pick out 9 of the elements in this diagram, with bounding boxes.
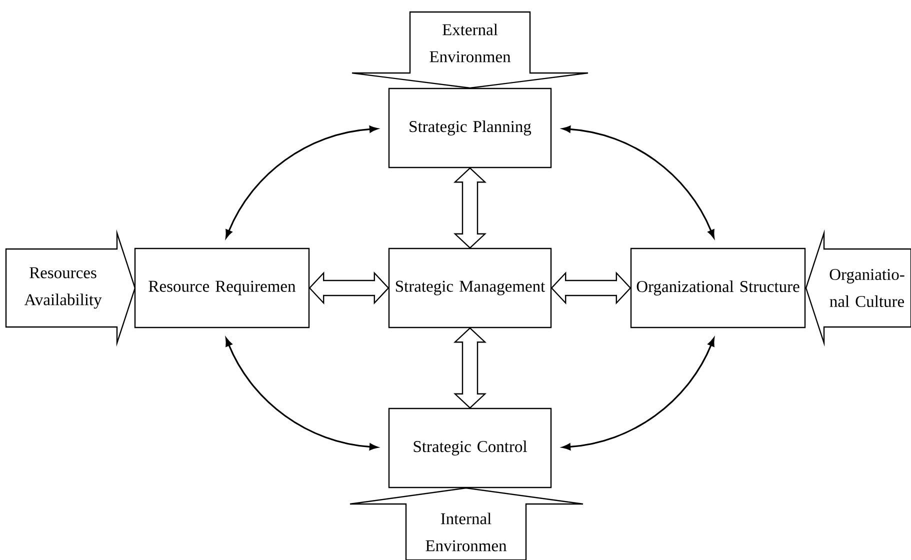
curved-arrow [226,338,378,450]
curved-arrow [562,338,714,450]
process-box: Strategic Planning [388,88,552,168]
process-box: Strategic Control [388,408,552,488]
process-box: Organizational Structure [630,248,806,328]
curved-arrow [226,126,378,238]
curved-arrow [562,126,714,238]
process-box: Strategic Management [388,248,552,328]
process-box: Resource Requiremen [134,248,310,328]
